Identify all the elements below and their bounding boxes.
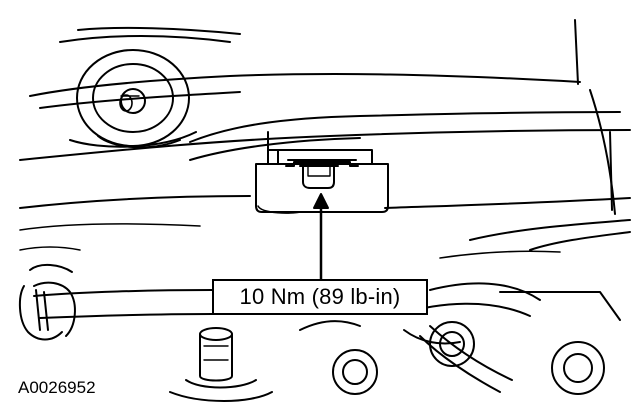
- lower-link: [18, 264, 213, 341]
- mounting-boss: [69, 49, 197, 149]
- mounting-bracket: [255, 131, 389, 214]
- torque-arrow: [313, 193, 329, 281]
- lower-stud: [169, 327, 273, 402]
- torque-spec-callout: 10 Nm (89 lb-in): [212, 279, 428, 315]
- bracket-bolt: [299, 165, 339, 189]
- lower-right-assembly: [299, 219, 631, 395]
- upper-body-panel: [29, 19, 616, 215]
- frame-rail: [19, 111, 631, 211]
- background-contours: [19, 223, 561, 259]
- figure-id-label: A0026952: [18, 378, 96, 397]
